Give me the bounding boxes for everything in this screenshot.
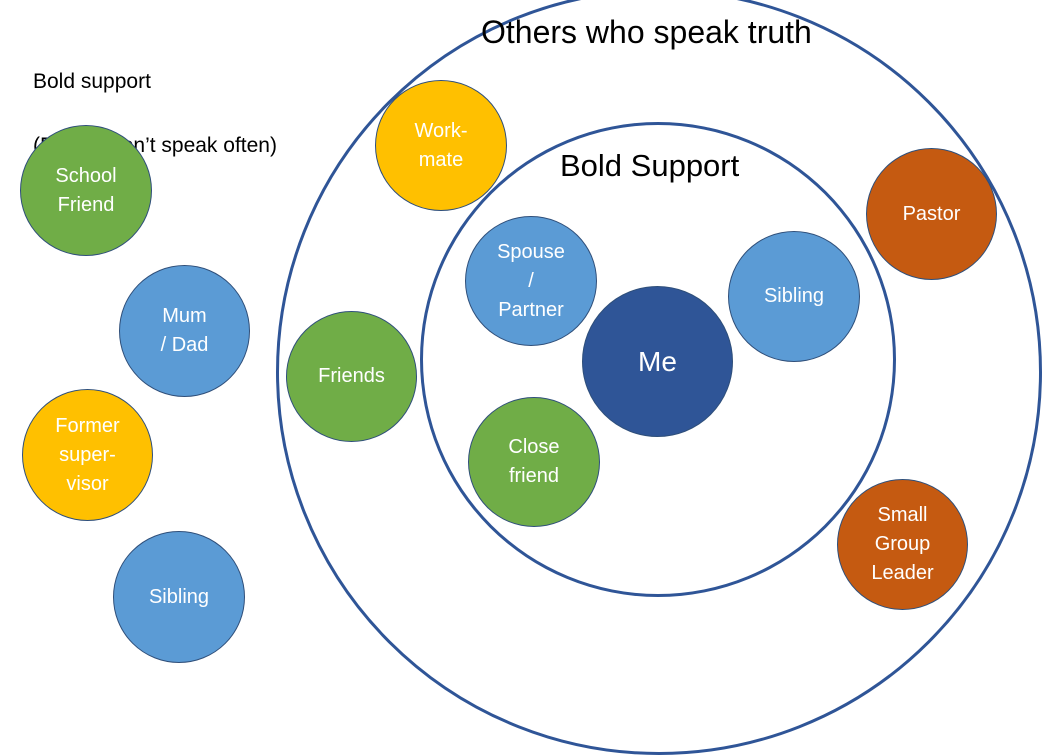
node-small-group-leader[interactable]: Small Group Leader xyxy=(837,479,968,610)
node-label: Mum / Dad xyxy=(160,305,209,356)
legend-title: Bold support xyxy=(33,70,151,93)
support-circles-diagram: Bold support (But we don’t speak often) … xyxy=(20,0,1042,755)
inner-ring-label: Bold Support xyxy=(560,148,740,183)
node-close-friend[interactable]: Close friend xyxy=(468,397,600,527)
node-label: Sibling xyxy=(148,585,210,608)
node-mum-dad[interactable]: Mum / Dad xyxy=(119,265,250,397)
node-label: Pastor xyxy=(902,202,961,225)
node-former-supervisor[interactable]: Former super- visor xyxy=(22,389,153,521)
node-label: Close friend xyxy=(508,436,560,487)
node-friends[interactable]: Friends xyxy=(286,311,417,442)
node-workmate[interactable]: Work- mate xyxy=(375,80,507,211)
node-label: Spouse / Partner xyxy=(497,240,565,321)
outer-ring-label: Others who speak truth xyxy=(481,14,812,50)
node-me[interactable]: Me xyxy=(582,286,733,437)
node-me-label: Me xyxy=(638,346,677,377)
node-school-friend[interactable]: School Friend xyxy=(20,125,152,256)
node-label: Small Group Leader xyxy=(871,504,934,584)
node-spouse-partner[interactable]: Spouse / Partner xyxy=(465,216,597,346)
node-label: Former super- visor xyxy=(55,414,120,495)
node-label: School Friend xyxy=(55,164,117,216)
node-sibling-inner[interactable]: Sibling xyxy=(728,231,860,362)
inner-ring xyxy=(420,122,896,597)
node-label: Sibling xyxy=(763,285,825,307)
node-label: Work- mate xyxy=(414,119,468,171)
node-sibling-outside[interactable]: Sibling xyxy=(113,531,245,663)
node-label: Friends xyxy=(318,365,385,387)
node-pastor[interactable]: Pastor xyxy=(866,148,997,280)
